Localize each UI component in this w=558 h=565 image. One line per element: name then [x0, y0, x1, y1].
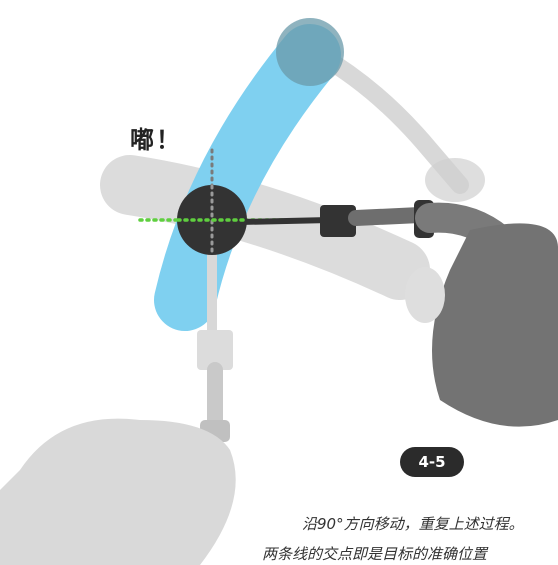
right-operator-shoulder — [405, 267, 445, 323]
caption-line-1: 沿90°方向移动，重复上述过程。 — [302, 515, 524, 533]
right-operator-body — [432, 223, 558, 427]
caption-line-2: 两条线的交点即是目标的准确位置 — [262, 545, 488, 563]
detector-control-box — [320, 205, 356, 237]
ghost-hand-top — [425, 158, 485, 202]
beep-sound-text: 嘟！ — [130, 126, 182, 154]
gray-sweep-band — [100, 155, 430, 300]
blue-sweep-band — [154, 24, 341, 331]
detector-control-box-bottom — [197, 330, 233, 370]
left-operator-body — [0, 418, 236, 565]
detector-handle-right — [348, 207, 428, 226]
figure-number-badge: 4-5 — [400, 447, 464, 477]
detector-coil-ghost-top — [276, 18, 344, 86]
detector-shaft-bottom — [207, 250, 217, 330]
detector-shaft-right — [239, 217, 331, 225]
